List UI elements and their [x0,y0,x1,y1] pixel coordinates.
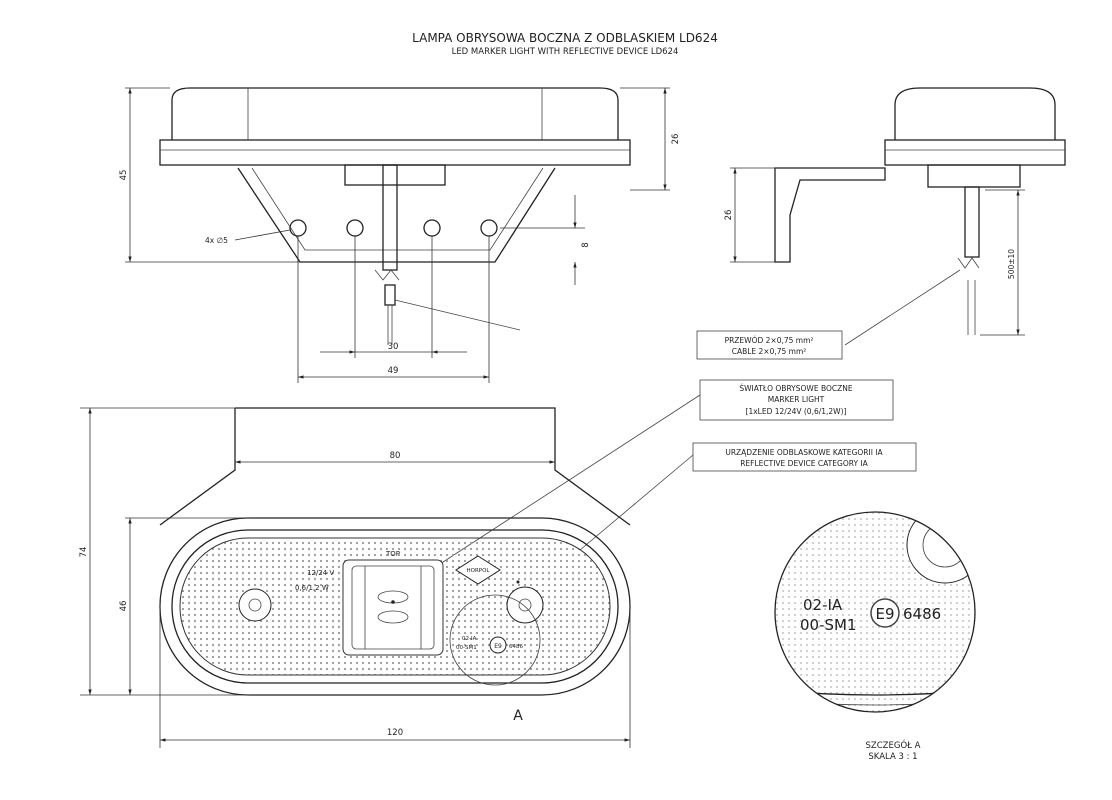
detail-approval-number: 6486 [903,605,941,623]
approval-code-1: 02-IA [462,636,477,642]
dim-8: 8 [581,242,591,247]
dim-cable-length: 500±10 [1007,249,1016,279]
holes-label: 4x ∅5 [205,236,228,245]
bottom-view: TOP 12/24 V 0,6/1,2 W HORPOL 02-IA 00-SM… [79,407,631,748]
callout-reflector-en: REFLECTIVE DEVICE CATEGORY IA [740,459,868,468]
detail-caption: SZCZEGÓŁ A [866,739,921,751]
approval-number: 6486 [509,644,523,650]
dim-120: 120 [387,728,403,738]
callout-cable-en: CABLE 2×0,75 mm² [732,347,807,356]
callout-light-pl: ŚWIATŁO OBRYSOWE BOCZNE [739,384,852,393]
callout-light-en: MARKER LIGHT [768,395,825,404]
callout-light-spec: [1xLED 12/24V (0,6/1,2W)] [746,407,847,416]
dim-side-26: 26 [724,210,734,221]
e-mark: E9 [494,643,502,650]
detail-scale: SKALA 3 : 1 [868,752,917,762]
detail-approval-1: 02-IA [803,596,843,614]
dim-26: 26 [671,134,681,145]
side-view: 26 500±10 [724,87,1066,336]
dim-46: 46 [119,601,129,612]
top-label: TOP [385,550,400,558]
dim-49: 49 [388,366,399,376]
detail-e-mark: E9 [875,605,894,623]
drawing-subtitle: LED MARKER LIGHT WITH REFLECTIVE DEVICE … [452,47,679,57]
dim-30: 30 [388,342,399,352]
approval-code-2: 00-SM1 [456,645,477,651]
front-view: 45 26 8 4x ∅5 30 49 [119,87,681,383]
power-label: 0,6/1,2 W [295,584,329,592]
voltage-label: 12/24 V [307,569,334,577]
detail-a: 02-IA 00-SM1 E9 6486 SZCZEGÓŁ A SKALA 3 … [774,511,976,762]
dim-74: 74 [79,547,89,558]
drawing-title: LAMPA OBRYSOWA BOCZNA Z ODBLASKIEM LD624 [412,31,718,45]
detail-approval-2: 00-SM1 [800,616,857,634]
dim-45: 45 [119,170,129,181]
detail-marker: A [513,708,523,724]
dim-80: 80 [390,451,401,461]
callout-cable-pl: PRZEWÓD 2×0,75 mm² [725,336,814,345]
callouts: PRZEWÓD 2×0,75 mm² CABLE 2×0,75 mm² ŚWIA… [394,269,961,591]
brand-logo: HORPOL [467,568,491,574]
callout-reflector-pl: URZĄDZENIE ODBLASKOWE KATEGORII IA [725,448,883,457]
